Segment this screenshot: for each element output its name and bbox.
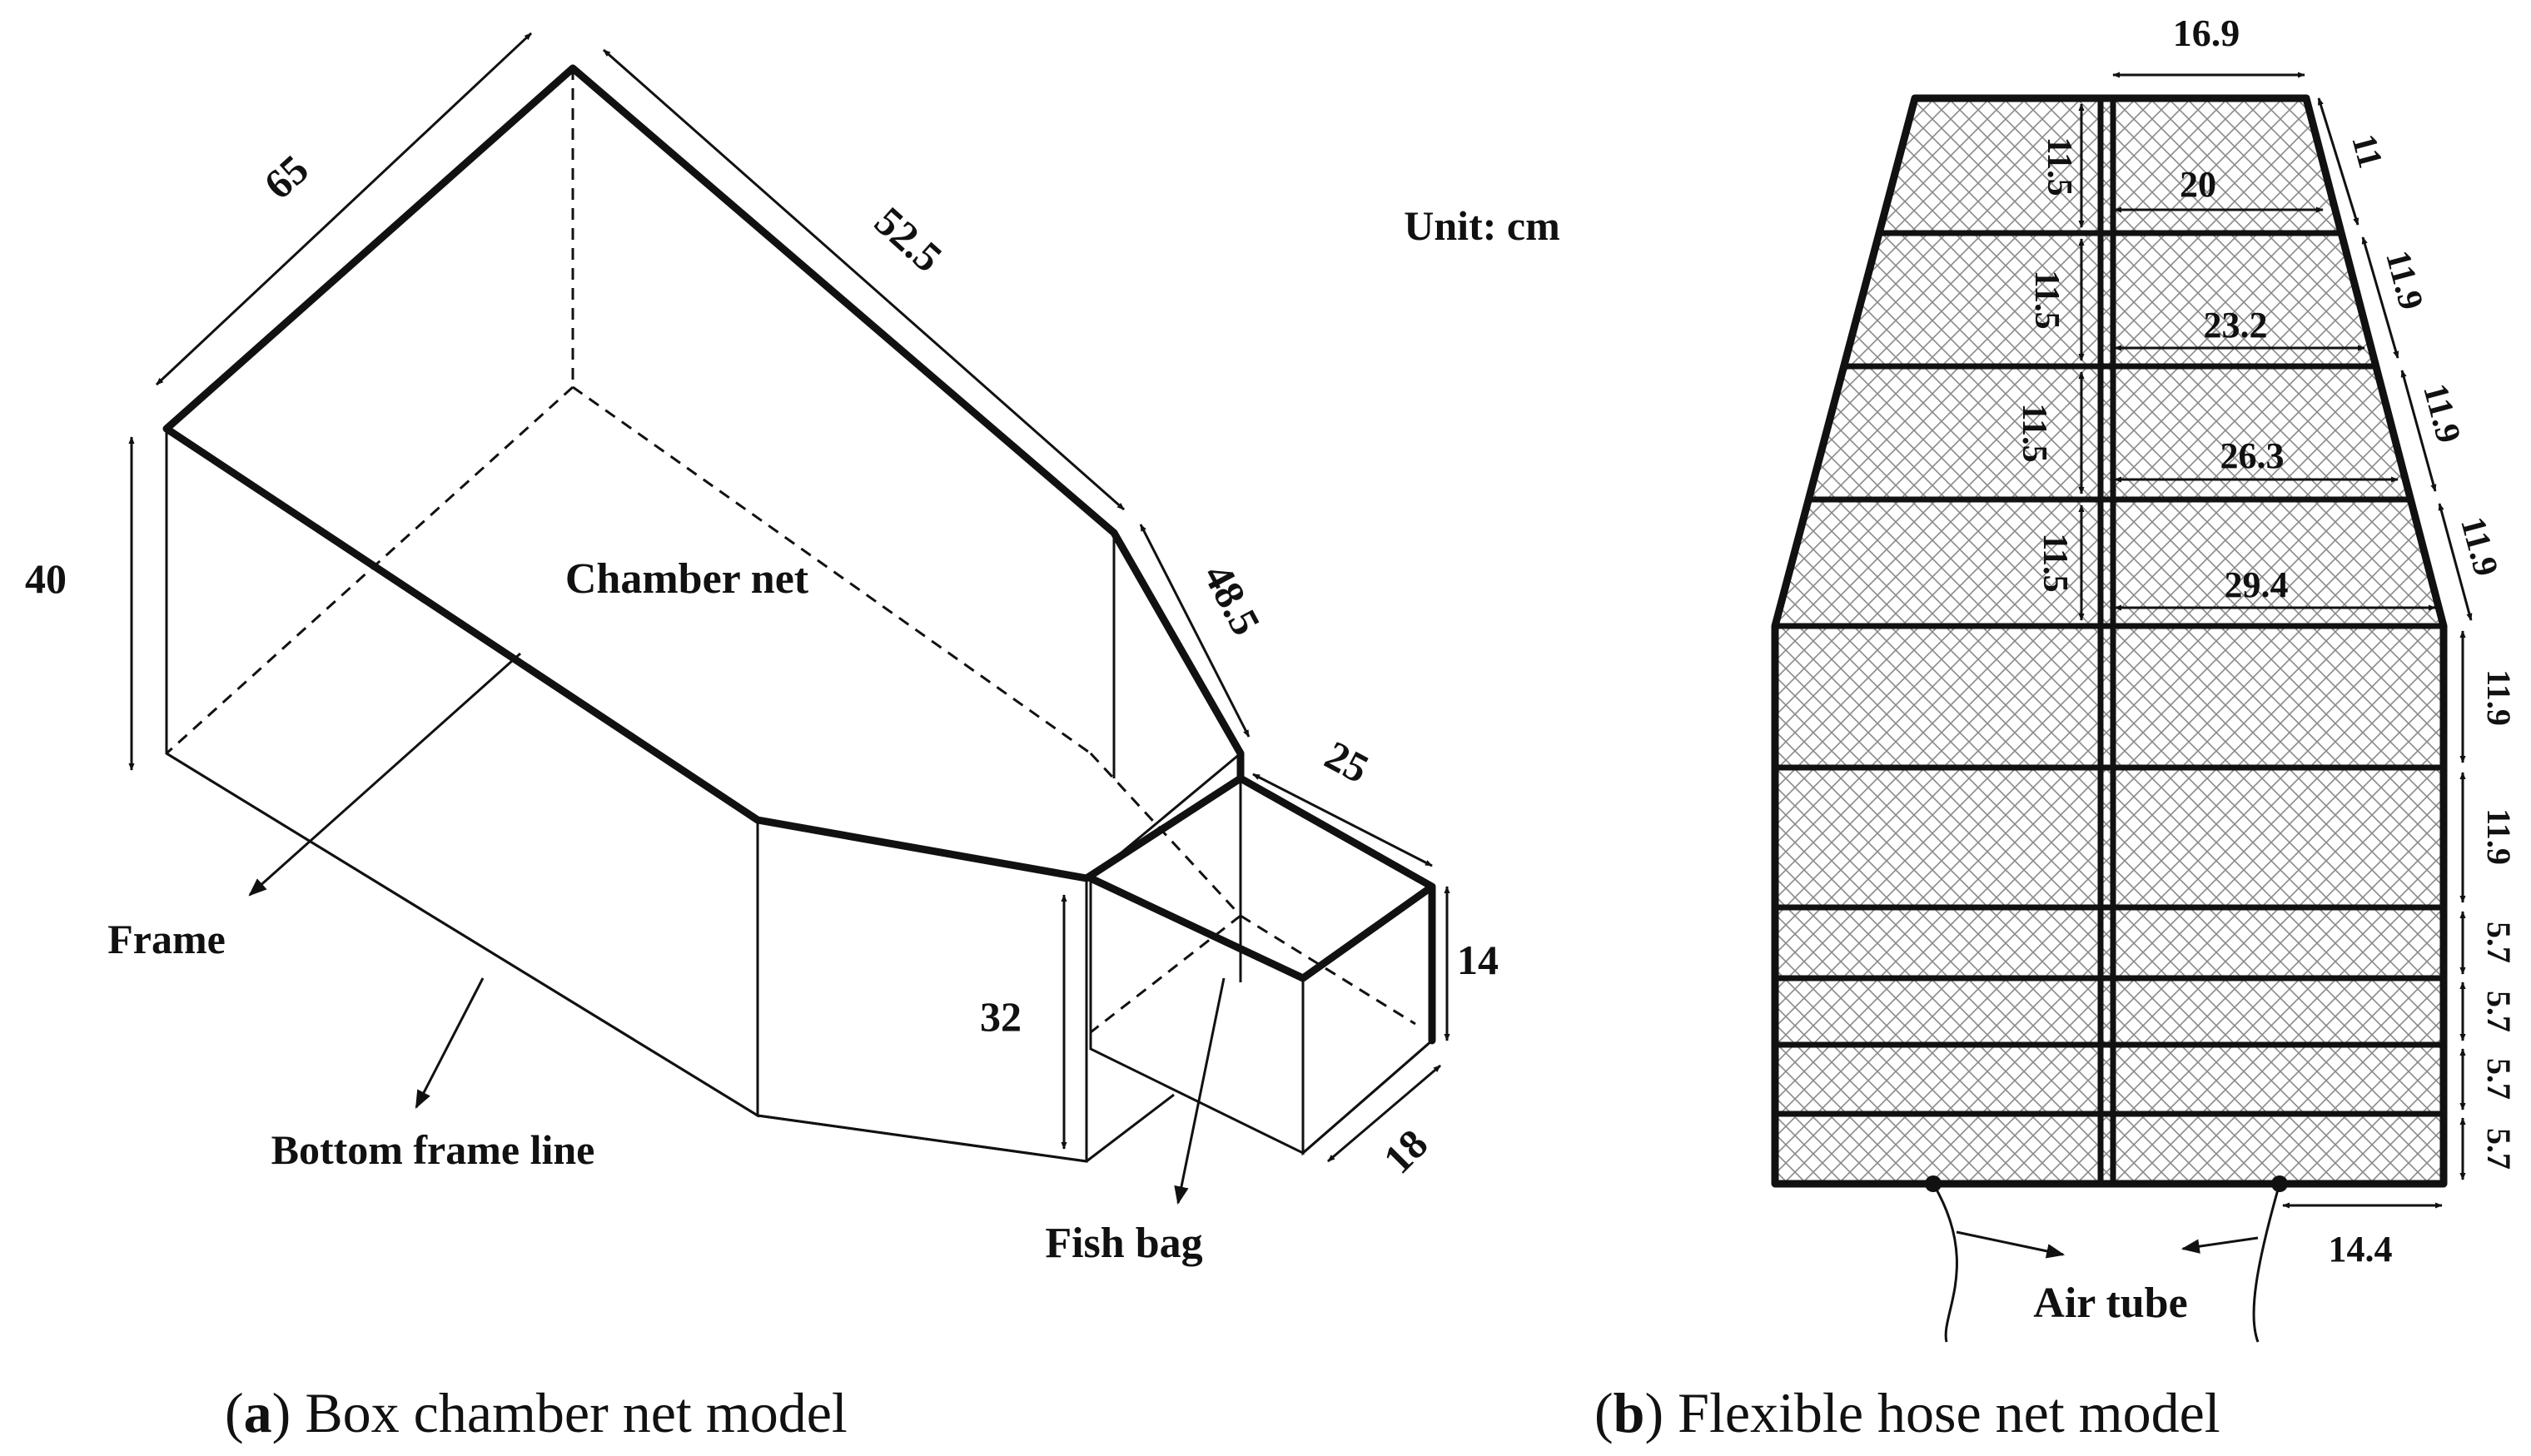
taper-height-label: 11.5 [2040, 137, 2078, 196]
dim-65-label: 65 [255, 146, 317, 208]
dim-48_5-label: 48.5 [1195, 556, 1270, 643]
side-slant-label: 11.9 [2378, 246, 2430, 314]
caption-a: (a) Box chamber net model [225, 1381, 848, 1444]
top-width-label: 16.9 [2173, 12, 2240, 54]
straight-height-label: 11.9 [2480, 808, 2518, 865]
taper-height-label: 11.5 [2036, 533, 2074, 592]
taper-height-dims: 11.5 11.5 11.5 11.5 [2015, 103, 2085, 621]
air-tube-label: Air tube [2033, 1280, 2187, 1327]
bottom-frame-line-label: Bottom frame line [271, 1126, 595, 1173]
bottom-frame-leader [415, 977, 485, 1109]
unit-label: Unit: cm [1404, 202, 1559, 249]
air-tube-left [1932, 1183, 1958, 1343]
dim-48_5-arrow [1139, 524, 1251, 738]
dim-65-arrow [155, 32, 533, 386]
taper-width-label: 26.3 [2220, 435, 2285, 476]
dim-52_5-arrow [603, 48, 1125, 511]
side-slant-arrow [2438, 503, 2473, 621]
taper-width-label: 20 [2180, 164, 2216, 205]
side-slant-label: 11.9 [2415, 380, 2468, 447]
chamber-net-label: Chamber net [565, 555, 809, 603]
straight-row-lines [1775, 764, 2444, 1117]
bottom-dim-label: 14.4 [2329, 1229, 2393, 1270]
dim-18-arrow [1327, 1064, 1441, 1163]
caption-a-letter: a [244, 1381, 272, 1444]
dim-52_5-label: 52.5 [866, 197, 951, 281]
straight-height-label: 5.7 [2480, 922, 2518, 963]
fishbag-side-face [1301, 884, 1434, 1156]
dim-25-arrow [1252, 773, 1433, 867]
taper-width-label: 29.4 [2225, 564, 2289, 605]
caption-b-text: Flexible hose net model [1678, 1381, 2220, 1444]
side-slant-arrow [2361, 236, 2399, 359]
dim-40-label: 40 [25, 555, 67, 602]
side-slant-arrow [2317, 97, 2359, 226]
air-tube-left-leader [1956, 1230, 2066, 1259]
taper-height-label: 11.5 [2015, 403, 2053, 462]
dim-25-label: 25 [1318, 732, 1376, 793]
air-tube-right-leader [2180, 1236, 2259, 1254]
caption-b-letter: b [1614, 1381, 1645, 1444]
straight-height-dims: 11.9 11.9 5.7 5.7 5.7 5.7 [2459, 630, 2518, 1180]
side-slant-label: 11 [2344, 131, 2389, 172]
straight-height-label: 5.7 [2480, 991, 2518, 1032]
frame-edge [162, 64, 1436, 1045]
panel-b: 16.9 11.5 11.5 11.5 11.5 20 23.2 26.3 29… [1771, 12, 2518, 1343]
straight-height-label: 5.7 [2480, 1128, 2518, 1170]
side-slant-label: 11.9 [2453, 513, 2505, 580]
side-slant-arrow [2400, 370, 2437, 492]
fishbag-top-face [1087, 777, 1435, 980]
dim-18-label: 18 [1375, 1121, 1437, 1183]
taper-height-label: 11.5 [2027, 270, 2066, 329]
fish-bag-label: Fish bag [1045, 1220, 1202, 1267]
air-tube-right [2252, 1183, 2281, 1343]
dim-32-label: 32 [980, 993, 1022, 1040]
vertical-edges [166, 533, 1433, 1163]
dim-14-label: 14 [1457, 937, 1499, 983]
caption-b: (b) Flexible hose net model [1594, 1381, 2220, 1444]
hose-outline [1771, 94, 2448, 1188]
caption-a-text: Box chamber net model [305, 1381, 847, 1444]
frame-leader [248, 652, 521, 897]
center-seam [2097, 98, 2116, 1184]
hidden-edges [165, 68, 1416, 1034]
taper-width-label: 23.2 [2204, 305, 2268, 345]
back-face [164, 67, 1242, 880]
left-face [165, 426, 759, 1118]
frame-label: Frame [107, 916, 226, 962]
fish-bag-leader [1174, 977, 1226, 1205]
panel-a: 65 52.5 48.5 40 25 14 32 18 Chamber net … [25, 32, 1499, 1267]
straight-height-label: 11.9 [2480, 669, 2518, 726]
straight-height-label: 5.7 [2480, 1058, 2518, 1100]
taper-width-dims: 20 23.2 26.3 29.4 [2114, 164, 2436, 611]
